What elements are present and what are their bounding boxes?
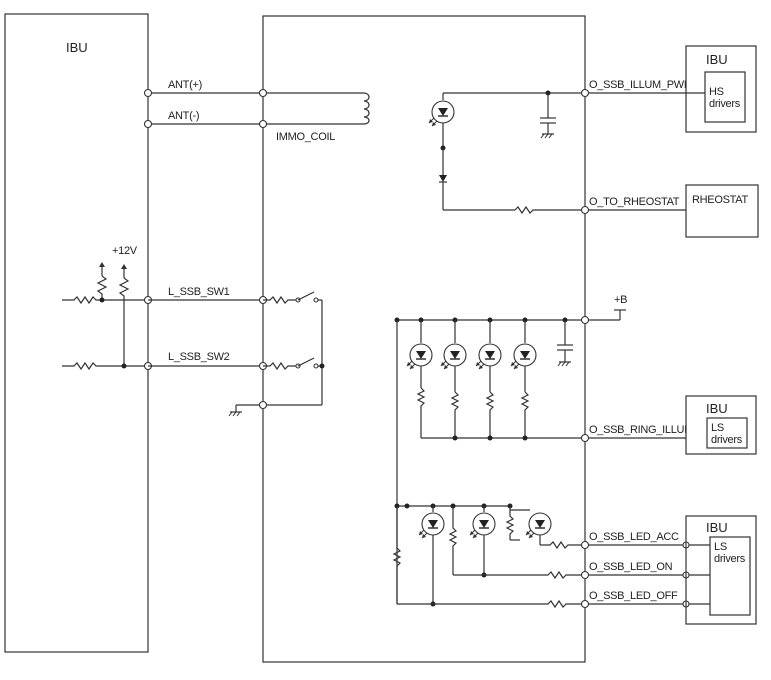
pullup-supply: +12V [96, 245, 138, 366]
left-ibu-module [4, 13, 149, 653]
ant-plus-label: ANT(+) [168, 79, 202, 91]
ibu-ls-led-title: IBU [706, 520, 728, 535]
illum-pwr-circuit: O_SSB_ILLUM_PWR O_TO_RHEOSTAT [428, 79, 692, 215]
led-on-label: O_SSB_LED_ON [589, 561, 673, 573]
plus-b-label: +B [614, 294, 627, 306]
ant-minus-label: ANT(-) [168, 110, 199, 122]
ls-led-drivers-line1: LS [714, 541, 727, 553]
immo-coil-inductor [363, 92, 370, 125]
sw1-label: L_SSB_SW1 [168, 286, 230, 298]
ring-illum-label: O_SSB_RING_ILLUM [589, 424, 693, 436]
left-ibu-label: IBU [66, 40, 88, 55]
ring-illum-circuit: +B O_SSB_RI [394, 294, 693, 443]
ibu-ls-led-module: IBU LS drivers [685, 515, 757, 625]
rheostat-module: RHEOSTAT [685, 184, 759, 238]
hs-drivers-line2: drivers [709, 98, 741, 110]
ibu-hs-module: IBU HS drivers [685, 45, 757, 133]
hs-drivers-line1: HS [709, 86, 724, 98]
led-off-label: O_SSB_LED_OFF [589, 590, 678, 602]
ant-minus-line: ANT(-) [143, 110, 364, 129]
ibu-ls-ring-module: IBU LS drivers [685, 395, 757, 455]
immo-coil-label: IMMO_COIL [276, 131, 335, 143]
sw2-label: L_SSB_SW2 [168, 351, 230, 363]
rheostat-title: RHEOSTAT [692, 194, 748, 206]
sw2-line: L_SSB_SW2 [62, 351, 322, 371]
plus12v-label: +12V [112, 245, 138, 257]
ls-ring-drivers-line2: drivers [711, 434, 743, 446]
led-acc-label: O_SSB_LED_ACC [589, 531, 679, 543]
illum-pwr-label: O_SSB_ILLUM_PWR [589, 79, 692, 91]
ant-plus-line: ANT(+) [143, 79, 364, 98]
ls-ring-drivers-line1: LS [711, 422, 724, 434]
ssb-switch-module [262, 15, 586, 663]
ibu-ls-ring-title: IBU [706, 401, 728, 416]
rheostat-signal-label: O_TO_RHEOSTAT [589, 196, 680, 208]
ibu-hs-title: IBU [706, 52, 728, 67]
ls-led-drivers-line2: drivers [714, 553, 746, 565]
switch-ground [228, 300, 325, 417]
sw1-line: L_SSB_SW1 [62, 286, 322, 305]
